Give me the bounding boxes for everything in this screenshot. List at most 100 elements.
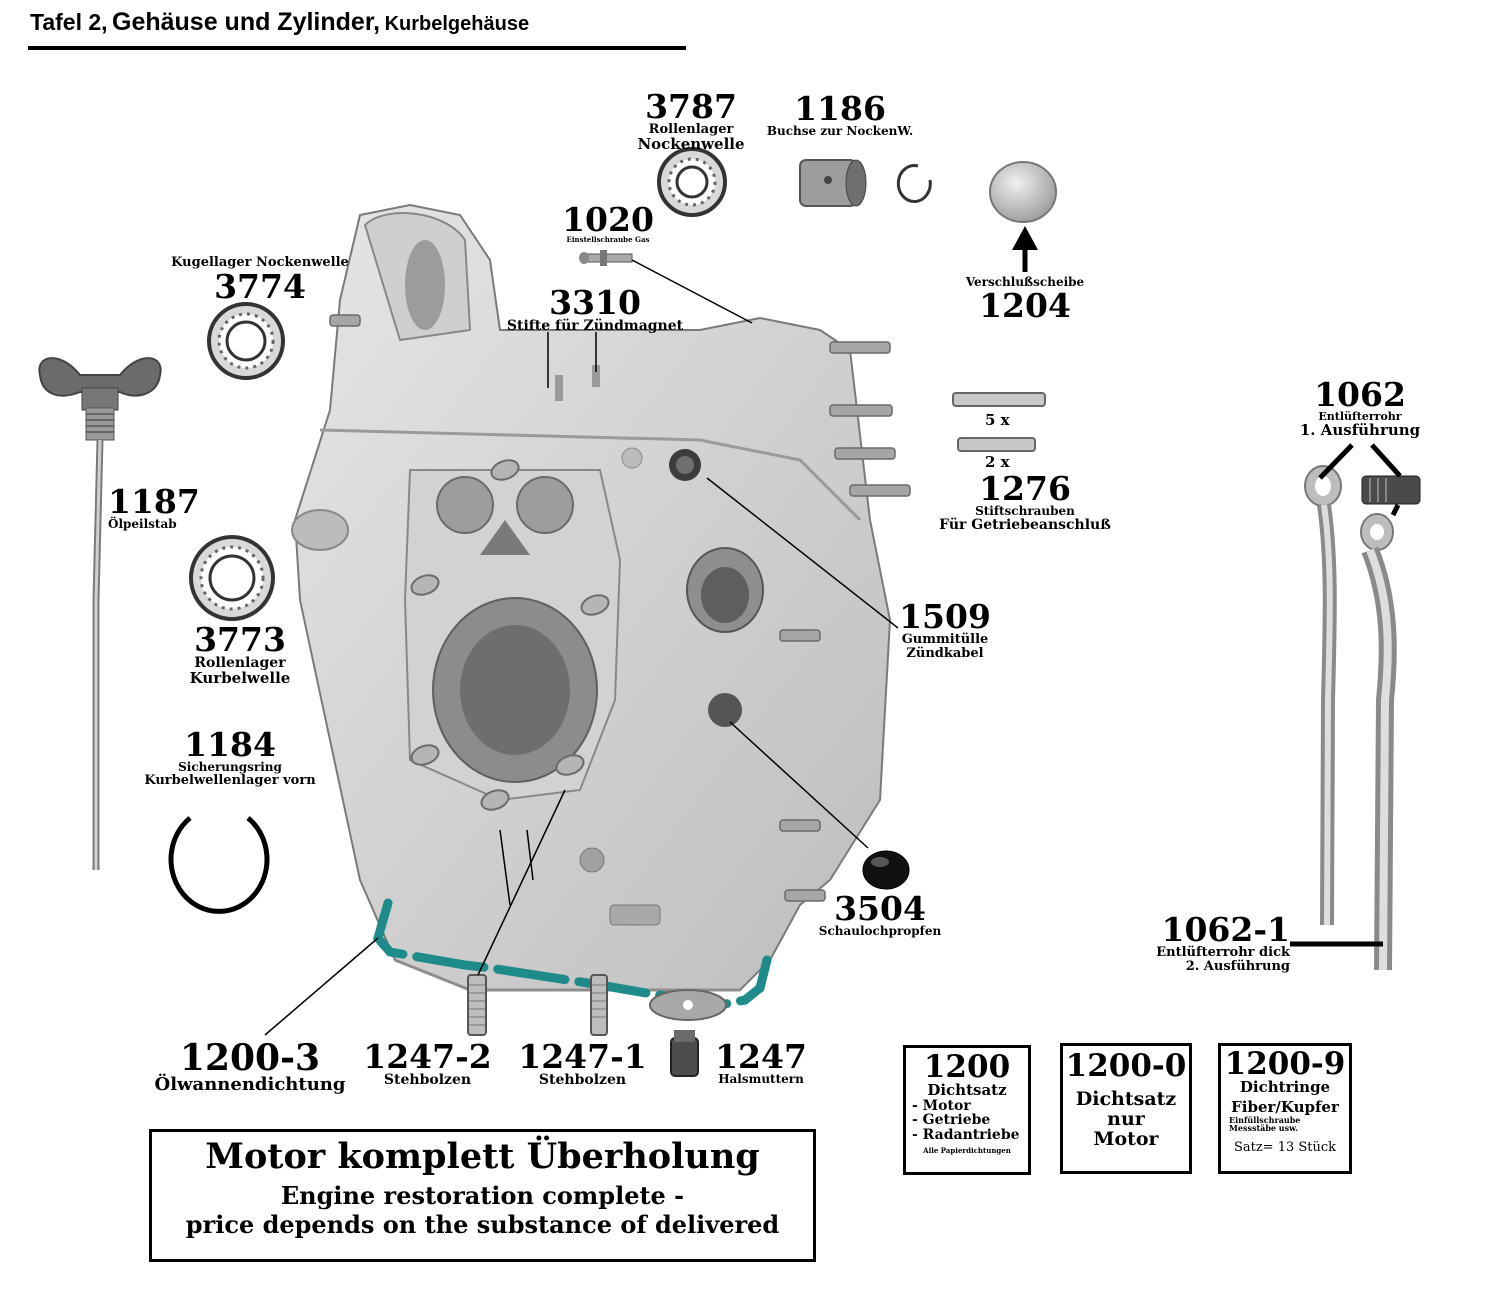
leader-lines bbox=[264, 259, 899, 1036]
part-label: Sicherungsring bbox=[178, 760, 282, 774]
cap-1204-image bbox=[989, 161, 1057, 223]
part-3774: Kugellager Nockenwelle 3774 bbox=[165, 256, 355, 303]
kit-1200-9: 1200-9 Dichtringe Fiber/Kupfer Einfüllsc… bbox=[1218, 1043, 1352, 1174]
kit-title: Dichtringe bbox=[1239, 1078, 1331, 1096]
part-3310: 3310 Stifte für Zündmagnet bbox=[490, 286, 700, 334]
overhaul-line-2: price depends on the substance of delive… bbox=[185, 1210, 780, 1239]
kit-set-count: Satz= 13 Stück bbox=[1233, 1140, 1337, 1156]
kit-title: Dichtsatz bbox=[927, 1081, 1007, 1099]
part-label: 1. Ausführung bbox=[1299, 420, 1421, 439]
part-label: Ölwannendichtung bbox=[154, 1074, 346, 1095]
part-number: 1247-2 bbox=[363, 1037, 492, 1076]
overhaul-box: Motor komplett Überholung Engine restora… bbox=[149, 1129, 816, 1262]
part-1204: Verschlußscheibe 1204 bbox=[945, 276, 1105, 322]
part-number: 1186 bbox=[794, 89, 886, 128]
part-1187: 1187 Ölpeilstab bbox=[108, 485, 200, 531]
header-main-title: Gehäuse und Zylinder, bbox=[112, 8, 381, 36]
header-tafel: Tafel 2, bbox=[30, 9, 108, 35]
part-1276: 1276 Stiftschrauben Für Getriebeanschluß bbox=[910, 472, 1140, 532]
breather-pipe-thick-image bbox=[1360, 513, 1397, 971]
part-label: Stiftschrauben bbox=[975, 504, 1075, 518]
part-label: Zündkabel bbox=[906, 645, 984, 661]
part-label: Ölpeilstab bbox=[108, 517, 177, 531]
bearing-3773-image bbox=[189, 535, 275, 621]
header-title: Tafel 2, Gehäuse und Zylinder, Kurbelgeh… bbox=[30, 8, 529, 37]
part-label: Verschlußscheibe bbox=[965, 275, 1085, 289]
part-label: Stehbolzen bbox=[538, 1072, 627, 1088]
part-label: Kurbelwellenlager vorn bbox=[144, 772, 316, 788]
kit-number: 1200-9 bbox=[1224, 1046, 1346, 1082]
part-label: Gummitülle bbox=[901, 632, 989, 647]
kit-line: nur bbox=[1107, 1107, 1145, 1130]
part-1276-qty-2: 2 x bbox=[985, 453, 1010, 471]
part-1509: 1509 Gummitülle Zündkabel bbox=[880, 600, 1010, 660]
part-1186: 1186 Buchse zur NockenW. bbox=[755, 92, 925, 138]
part-1184: 1184 Sicherungsring Kurbelwellenlager vo… bbox=[130, 728, 330, 787]
plug-3504-image bbox=[862, 850, 910, 890]
part-number: 1020 bbox=[562, 200, 654, 239]
part-label: Halsmuttern bbox=[718, 1072, 804, 1086]
circlip-1184-image bbox=[168, 816, 270, 914]
part-label: Rollenlager bbox=[648, 122, 734, 137]
part-1247: 1247 Halsmuttern bbox=[706, 1040, 816, 1086]
breather-pipe-image bbox=[1304, 465, 1421, 926]
part-label: Stehbolzen bbox=[383, 1072, 472, 1088]
stud-bolts-1276-image bbox=[952, 392, 1046, 452]
part-label: Schaulochpropfen bbox=[818, 924, 942, 938]
part-number: 3787 bbox=[645, 87, 737, 126]
part-3773: 3773 Rollenlager Kurbelwelle bbox=[160, 623, 320, 686]
part-3787: 3787 Rollenlager Nockenwelle bbox=[616, 90, 766, 152]
part-1062-1: 1062-1 Entlüfterrohr dick 2. Ausführung bbox=[1130, 913, 1290, 973]
stud-1247-1-image bbox=[590, 974, 608, 1036]
part-number: 1247 bbox=[715, 1037, 807, 1076]
overhaul-line-1: Engine restoration complete - bbox=[280, 1181, 685, 1210]
part-label: Rollenlager bbox=[194, 655, 286, 671]
kit-line: Einfüllschraube bbox=[1229, 1114, 1301, 1125]
part-1247-2: 1247-2 Stehbolzen bbox=[355, 1040, 500, 1088]
part-number: 3310 bbox=[549, 283, 641, 322]
part-1020: 1020 Einstellschraube Gas bbox=[548, 203, 668, 243]
nut-1247-image bbox=[670, 1030, 699, 1077]
crankcase-image bbox=[291, 203, 911, 992]
part-label: Einstellschraube Gas bbox=[566, 235, 650, 244]
part-number: 1509 bbox=[899, 597, 991, 636]
part-label: Entlüfterrohr dick bbox=[1156, 945, 1290, 960]
part-label: 2. Ausführung bbox=[1185, 958, 1290, 974]
header-underline bbox=[28, 46, 686, 50]
stud-1247-2-image bbox=[467, 974, 487, 1036]
part-1276-qty-5: 5 x bbox=[985, 411, 1010, 429]
part-number: 1204 bbox=[979, 285, 1071, 325]
overhaul-title: Motor komplett Überholung bbox=[205, 1136, 760, 1177]
part-label: Kurbelwelle bbox=[189, 668, 291, 687]
part-label: Stifte für Zündmagnet bbox=[506, 318, 684, 334]
part-3504: 3504 Schaulochpropfen bbox=[805, 892, 955, 938]
part-label: Kugellager Nockenwelle bbox=[171, 255, 349, 270]
pointer-1062 bbox=[1318, 443, 1402, 517]
part-label: Entlüfterrohr bbox=[1318, 410, 1402, 423]
circlip-image bbox=[896, 164, 932, 203]
part-number: 1276 bbox=[979, 469, 1071, 508]
part-number: 1200-3 bbox=[179, 1037, 321, 1079]
bushing-1186-image bbox=[799, 159, 867, 207]
part-number: 1187 bbox=[108, 482, 200, 521]
screw-1020-image bbox=[579, 250, 633, 266]
part-number: 3774 bbox=[214, 266, 306, 306]
kit-line: Fiber/Kupfer bbox=[1231, 1097, 1339, 1116]
kit-note: Alle Papierdichtungen bbox=[923, 1145, 1011, 1155]
part-number: 1062 bbox=[1314, 375, 1406, 414]
bearing-3774-image bbox=[207, 302, 285, 380]
part-label: Für Getriebeanschluß bbox=[939, 516, 1111, 533]
part-number: 1062-1 bbox=[1161, 910, 1290, 949]
part-number: 1184 bbox=[184, 725, 276, 764]
kit-item: - Motor bbox=[912, 1097, 971, 1114]
kit-1200: 1200 Dichtsatz - Motor - Getriebe - Rada… bbox=[903, 1045, 1031, 1175]
kit-number: 1200 bbox=[923, 1049, 1011, 1085]
part-1200-3: 1200-3 Ölwannendichtung bbox=[140, 1040, 360, 1095]
kit-number: 1200-0 bbox=[1065, 1048, 1187, 1084]
part-1247-1: 1247-1 Stehbolzen bbox=[510, 1040, 655, 1088]
part-1062: 1062 Entlüfterrohr 1. Ausführung bbox=[1280, 378, 1440, 438]
kit-item: - Getriebe bbox=[912, 1112, 991, 1129]
kit-line: Motor bbox=[1093, 1127, 1159, 1150]
part-number: 1247-1 bbox=[518, 1037, 647, 1076]
kit-1200-0: 1200-0 Dichtsatz nur Motor bbox=[1060, 1043, 1192, 1174]
